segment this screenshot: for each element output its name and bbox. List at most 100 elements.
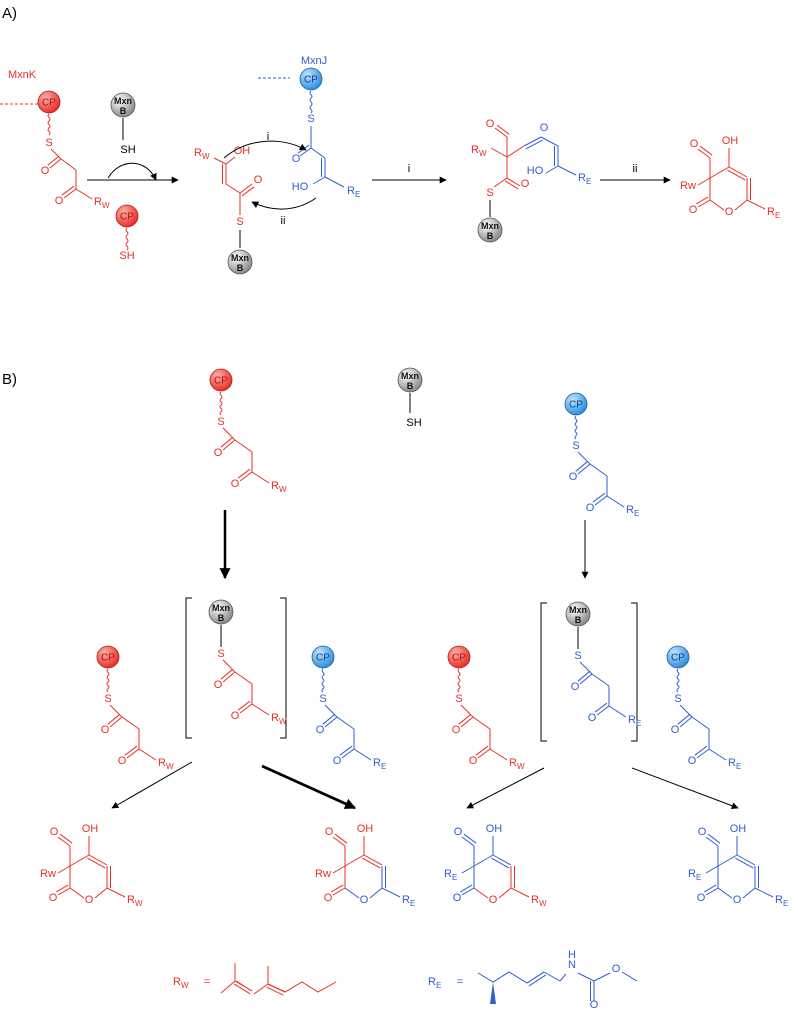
- bond: [121, 716, 140, 730]
- wavy-bond: [219, 391, 223, 416]
- bond: [709, 166, 730, 179]
- atom-label: S: [572, 440, 579, 452]
- bond: [459, 884, 473, 893]
- carrier-protein-blue: [299, 67, 323, 91]
- atom-label: Rw: [680, 180, 696, 192]
- atom-label: Rw: [40, 868, 56, 880]
- n-label: N: [568, 959, 576, 971]
- atom-label: HO: [527, 165, 544, 177]
- panel-b: B): [2, 371, 17, 388]
- bond: [330, 884, 344, 893]
- mxnb-enzyme: [565, 601, 591, 627]
- carrier-protein-red: [37, 90, 61, 114]
- bond: [540, 136, 559, 147]
- atom-label: O: [586, 502, 595, 514]
- bond: [705, 865, 719, 874]
- right-bracket: [631, 602, 638, 742]
- step-label: ii: [633, 163, 638, 175]
- atom-label: O: [214, 447, 223, 459]
- mxnk-label: MxnK: [8, 69, 37, 81]
- atom-label: O: [588, 712, 597, 724]
- bond: [506, 145, 525, 158]
- atom-label: S: [217, 648, 224, 660]
- r-group-label: RE: [578, 172, 591, 186]
- reaction-arrow: [631, 767, 739, 810]
- r-group-label: RW: [158, 757, 174, 771]
- bond: [473, 887, 489, 899]
- bond: [222, 671, 236, 683]
- carrier-protein-blue: [311, 645, 335, 669]
- atom-label: OH: [234, 145, 251, 157]
- bond: [251, 471, 270, 484]
- bond: [324, 716, 338, 728]
- bond: [754, 887, 774, 898]
- bond: [677, 713, 691, 725]
- atom-label: O: [569, 471, 578, 483]
- bond: [694, 745, 708, 756]
- b-label: B: [120, 106, 127, 116]
- atom-label: S: [455, 693, 462, 705]
- cp-label: CP: [120, 212, 134, 223]
- left-bracket: [540, 602, 547, 742]
- atom-label: O: [486, 118, 495, 130]
- right-bracket: [280, 597, 287, 739]
- bond: [504, 180, 519, 190]
- bond: [106, 887, 126, 898]
- atom-label: S: [217, 416, 224, 428]
- bond: [332, 865, 346, 874]
- bond: [339, 745, 353, 756]
- bond: [579, 661, 593, 675]
- bond: [577, 463, 591, 475]
- atom-label: OH: [357, 823, 374, 835]
- atom-label: O: [453, 892, 462, 904]
- wavy-bond: [106, 668, 110, 693]
- bond: [124, 745, 138, 756]
- bond: [107, 713, 121, 725]
- step-ii-arrow: ii: [600, 163, 671, 184]
- bond: [49, 158, 62, 169]
- atom-label: OH: [82, 823, 99, 835]
- bond: [489, 748, 508, 761]
- bond: [705, 887, 719, 896]
- bond: [594, 702, 608, 713]
- bond: [494, 127, 508, 138]
- bond: [490, 147, 508, 158]
- bond: [57, 887, 71, 896]
- atom-label: O: [231, 478, 240, 490]
- step-label: i: [267, 131, 269, 143]
- r-group-label: RE: [728, 757, 741, 771]
- bond: [267, 983, 286, 993]
- bond: [299, 147, 312, 157]
- bond: [235, 980, 253, 992]
- bond: [525, 139, 543, 150]
- bond: [717, 854, 738, 867]
- atom-label: O: [454, 826, 463, 838]
- bond: [332, 887, 346, 896]
- atom-label: O: [360, 894, 369, 906]
- bond: [344, 854, 365, 867]
- r-group-label: RW: [271, 480, 287, 494]
- bond: [222, 427, 236, 441]
- bond: [496, 124, 510, 135]
- r-group-label: RE: [775, 894, 788, 908]
- bond: [727, 169, 746, 181]
- bond: [523, 136, 542, 147]
- r-group-label: RE: [347, 185, 360, 199]
- r-group-label: RE: [428, 976, 441, 990]
- bond: [87, 857, 106, 869]
- r-group-label: RE: [444, 868, 457, 882]
- atom-label: OH: [730, 823, 747, 835]
- atom-label: O: [469, 755, 478, 767]
- bond: [341, 748, 355, 759]
- bond: [381, 887, 401, 898]
- bond: [55, 884, 69, 893]
- cp-label: CP: [452, 653, 466, 664]
- bond: [703, 884, 717, 893]
- bond: [344, 887, 360, 899]
- re-chain: [477, 971, 567, 984]
- bond: [460, 716, 474, 728]
